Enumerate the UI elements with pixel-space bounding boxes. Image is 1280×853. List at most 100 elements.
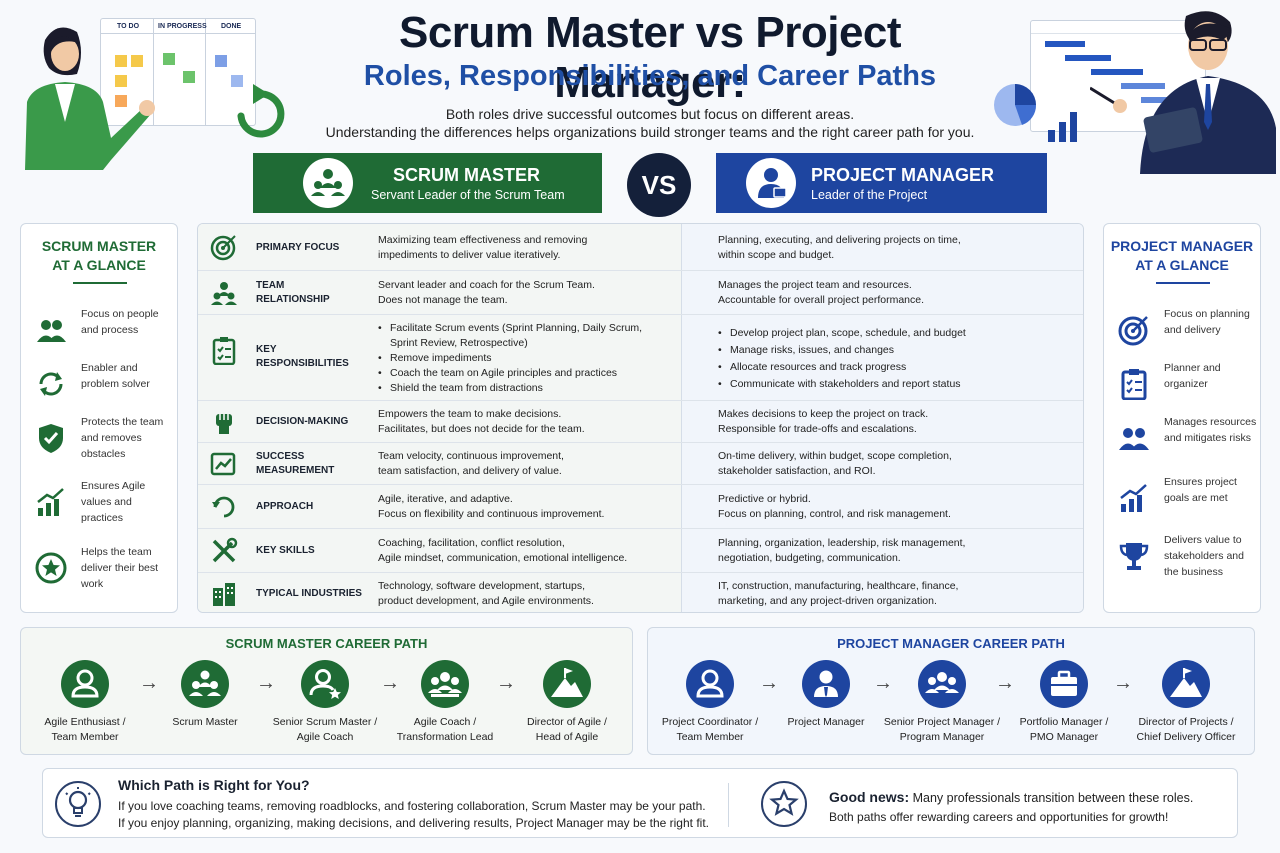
person-icon [61, 660, 109, 708]
arrow-right-icon: → [256, 672, 276, 694]
person-tie-icon [802, 660, 850, 708]
table-row: KEY SKILLS Coaching, facilitation, confl… [198, 528, 1083, 572]
team-icon [181, 660, 229, 708]
metrics-icon [210, 452, 236, 476]
trophy-icon [1119, 543, 1149, 570]
row-label: MEASUREMENT [256, 465, 335, 476]
row-label: RESPONSIBILITIES [256, 358, 349, 369]
team-icon [37, 320, 66, 342]
good-news-label: Good news: [829, 789, 910, 805]
row-label: SUCCESS [256, 451, 305, 462]
team-icon [1119, 428, 1149, 450]
checklist-icon [212, 337, 236, 365]
star-badge-icon [35, 552, 67, 584]
arrow-right-icon: → [496, 672, 516, 694]
team-icon [211, 282, 237, 305]
page-subtitle: Roles, Responsibilities, and Career Path… [363, 60, 937, 92]
bar-chart-icon [1048, 112, 1077, 142]
row-label: RELATIONSHIP [256, 294, 330, 305]
project-manager-glance-panel: PROJECT MANAGER AT A GLANCE Focus on pla… [1103, 223, 1261, 613]
team-icon [303, 158, 353, 208]
arrow-right-icon: → [759, 672, 779, 694]
row-label: TEAM [256, 280, 285, 291]
which-path-box: Which Path is Right for You? If you love… [42, 768, 1238, 838]
buildings-icon [213, 583, 235, 606]
lightbulb-icon [55, 781, 101, 827]
scrum-master-person-illustration [25, 27, 155, 170]
tools-icon [212, 537, 238, 563]
which-path-line-1: If you love coaching teams, removing roa… [118, 799, 706, 813]
board-col-inprogress: IN PROGRESS [158, 23, 207, 30]
which-path-heading: Which Path is Right for You? [118, 777, 310, 793]
vs-badge: VS [627, 153, 691, 217]
intro-line-2: Understanding the differences helps orga… [325, 124, 975, 140]
table-row: TEAM RELATIONSHIP Servant leader and coa… [198, 270, 1083, 314]
fist-icon [216, 414, 232, 434]
clipboard-icon [1121, 369, 1147, 400]
row-label: DECISION-MAKING [256, 416, 349, 427]
arrow-right-icon: → [995, 672, 1015, 694]
project-manager-banner: PROJECT MANAGER Leader of the Project [716, 153, 1047, 213]
target-icon [210, 235, 236, 261]
good-news-text: Many professionals transition between th… [912, 791, 1194, 805]
sm-glance-heading-1: SCRUM MASTER [41, 238, 157, 254]
project-manager-banner-subtitle: Leader of the Project [811, 188, 928, 202]
table-row: TYPICAL INDUSTRIES Technology, software … [198, 572, 1083, 612]
table-row: APPROACH Agile, iterative, and adaptive.… [198, 484, 1083, 528]
table-row: KEY RESPONSIBILITIES Facilitate Scrum ev… [198, 314, 1083, 400]
comparison-table: PRIMARY FOCUS Maximizing team effectiven… [197, 223, 1084, 613]
scrum-master-glance-panel: SCRUM MASTER AT A GLANCE Focus on people… [20, 223, 178, 613]
scrum-master-career-path: SCRUM MASTER CAREER PATH Agile Enthusias… [20, 627, 633, 755]
arrow-right-icon: → [380, 672, 400, 694]
cycle-arrow-icon [237, 84, 285, 138]
row-label: TYPICAL INDUSTRIES [256, 588, 362, 599]
page-title: Scrum Master vs Project Manager: [398, 8, 902, 107]
arrow-right-icon: → [1113, 672, 1133, 694]
scrum-master-banner-subtitle: Servant Leader of the Scrum Team [371, 188, 565, 202]
mountain-flag-icon [1162, 660, 1210, 708]
shield-check-icon [39, 424, 63, 453]
growth-chart-icon [1120, 484, 1147, 512]
sm-responsibilities-list: Facilitate Scrum events (Sprint Planning… [378, 321, 663, 396]
which-path-line-2: If you enjoy planning, organizing, makin… [118, 816, 709, 830]
project-manager-person-illustration [1090, 11, 1276, 174]
pm-career-heading: PROJECT MANAGER CAREER PATH [837, 636, 1065, 651]
growth-chart-icon [37, 488, 64, 516]
pm-glance-heading-1: PROJECT MANAGER [1110, 238, 1254, 254]
pm-responsibilities-list: Develop project plan, scope, schedule, a… [718, 325, 1068, 393]
table-row: SUCCESS MEASUREMENT Team velocity, conti… [198, 442, 1083, 484]
board-col-done: DONE [221, 23, 242, 30]
arrow-right-icon: → [873, 672, 893, 694]
row-label: PRIMARY FOCUS [256, 242, 340, 253]
row-label: KEY [256, 344, 277, 355]
row-label: APPROACH [256, 501, 314, 512]
briefcase-icon [1040, 660, 1088, 708]
pm-glance-heading-2: AT A GLANCE [1135, 257, 1229, 273]
group-icon [421, 660, 469, 708]
mountain-flag-icon [543, 660, 591, 708]
cycle-icon [39, 372, 63, 396]
good-news-line-2: Both paths offer rewarding careers and o… [829, 810, 1169, 824]
sm-career-heading: SCRUM MASTER CAREER PATH [225, 636, 428, 651]
iterate-icon [212, 496, 235, 518]
target-icon [1118, 316, 1148, 346]
sm-glance-heading-2: AT A GLANCE [52, 257, 146, 273]
scrum-master-banner: SCRUM MASTER Servant Leader of the Scrum… [253, 153, 602, 213]
person-tie-icon [746, 158, 796, 208]
star-icon [761, 781, 807, 827]
table-row: PRIMARY FOCUS Maximizing team effectiven… [198, 224, 1083, 270]
row-label: KEY SKILLS [256, 545, 315, 556]
intro-line-1: Both roles drive successful outcomes but… [445, 106, 855, 122]
scrum-board-illustration: TO DO IN PROGRESS DONE [100, 18, 256, 126]
scrum-master-banner-title: SCRUM MASTER [393, 165, 540, 185]
